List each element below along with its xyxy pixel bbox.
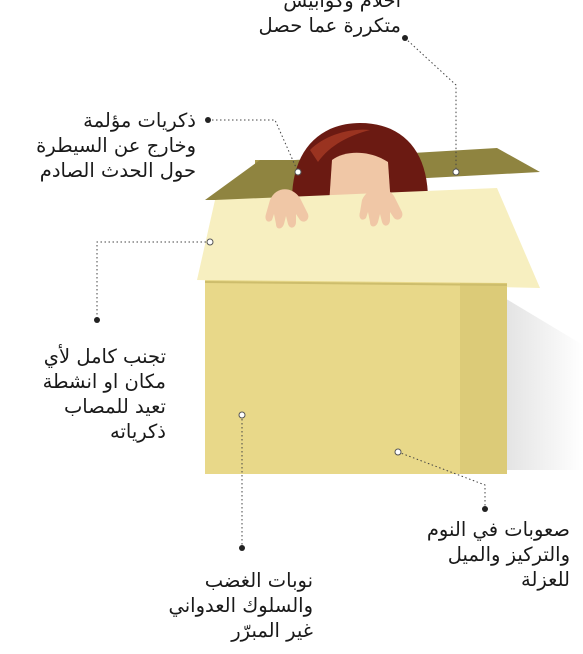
label-line: متكررة عما حصل xyxy=(259,13,401,38)
label-line: مكان او انشطة xyxy=(43,369,166,394)
dot-anger-box xyxy=(239,412,245,418)
dot-avoidance-box xyxy=(207,239,213,245)
label-line: والتركيز والميل xyxy=(427,542,570,567)
label-line: ذكريات مؤلمة xyxy=(36,108,196,133)
dot-sleep-box xyxy=(395,449,401,455)
label-line: والسلوك العدواني xyxy=(169,593,314,618)
label-nightmares: أحلام وكوابيس متكررة عما حصل xyxy=(259,0,401,38)
box-front-side-shade xyxy=(460,283,507,474)
leader-avoidance xyxy=(97,242,210,318)
label-line: حول الحدث الصادم xyxy=(36,158,196,183)
label-line: وخارج عن السيطرة xyxy=(36,133,196,158)
label-line: للعزلة xyxy=(427,567,570,592)
label-line: تعيد للمصاب xyxy=(43,394,166,419)
label-avoidance: تجنب كامل لأي مكان او انشطة تعيد للمصاب … xyxy=(43,344,166,444)
dot-nightmares-label xyxy=(402,35,408,41)
dot-painful-memories-box xyxy=(295,169,301,175)
dot-avoidance-label xyxy=(94,317,100,323)
label-sleep-difficulty: صعوبات في النوم والتركيز والميل للعزلة xyxy=(427,517,570,592)
label-line: صعوبات في النوم xyxy=(427,517,570,542)
label-line: أحلام وكوابيس xyxy=(259,0,401,13)
label-line: تجنب كامل لأي xyxy=(43,344,166,369)
dot-painful-memories-label xyxy=(205,117,211,123)
label-line: ذكرياته xyxy=(43,419,166,444)
label-line: غير المبرّر xyxy=(169,618,314,643)
label-anger: نوبات الغضب والسلوك العدواني غير المبرّر xyxy=(169,568,314,643)
dot-anger-label xyxy=(239,545,245,551)
dot-nightmares-box xyxy=(453,169,459,175)
label-line: نوبات الغضب xyxy=(169,568,314,593)
label-painful-memories: ذكريات مؤلمة وخارج عن السيطرة حول الحدث … xyxy=(36,108,196,183)
dot-sleep-label xyxy=(482,506,488,512)
